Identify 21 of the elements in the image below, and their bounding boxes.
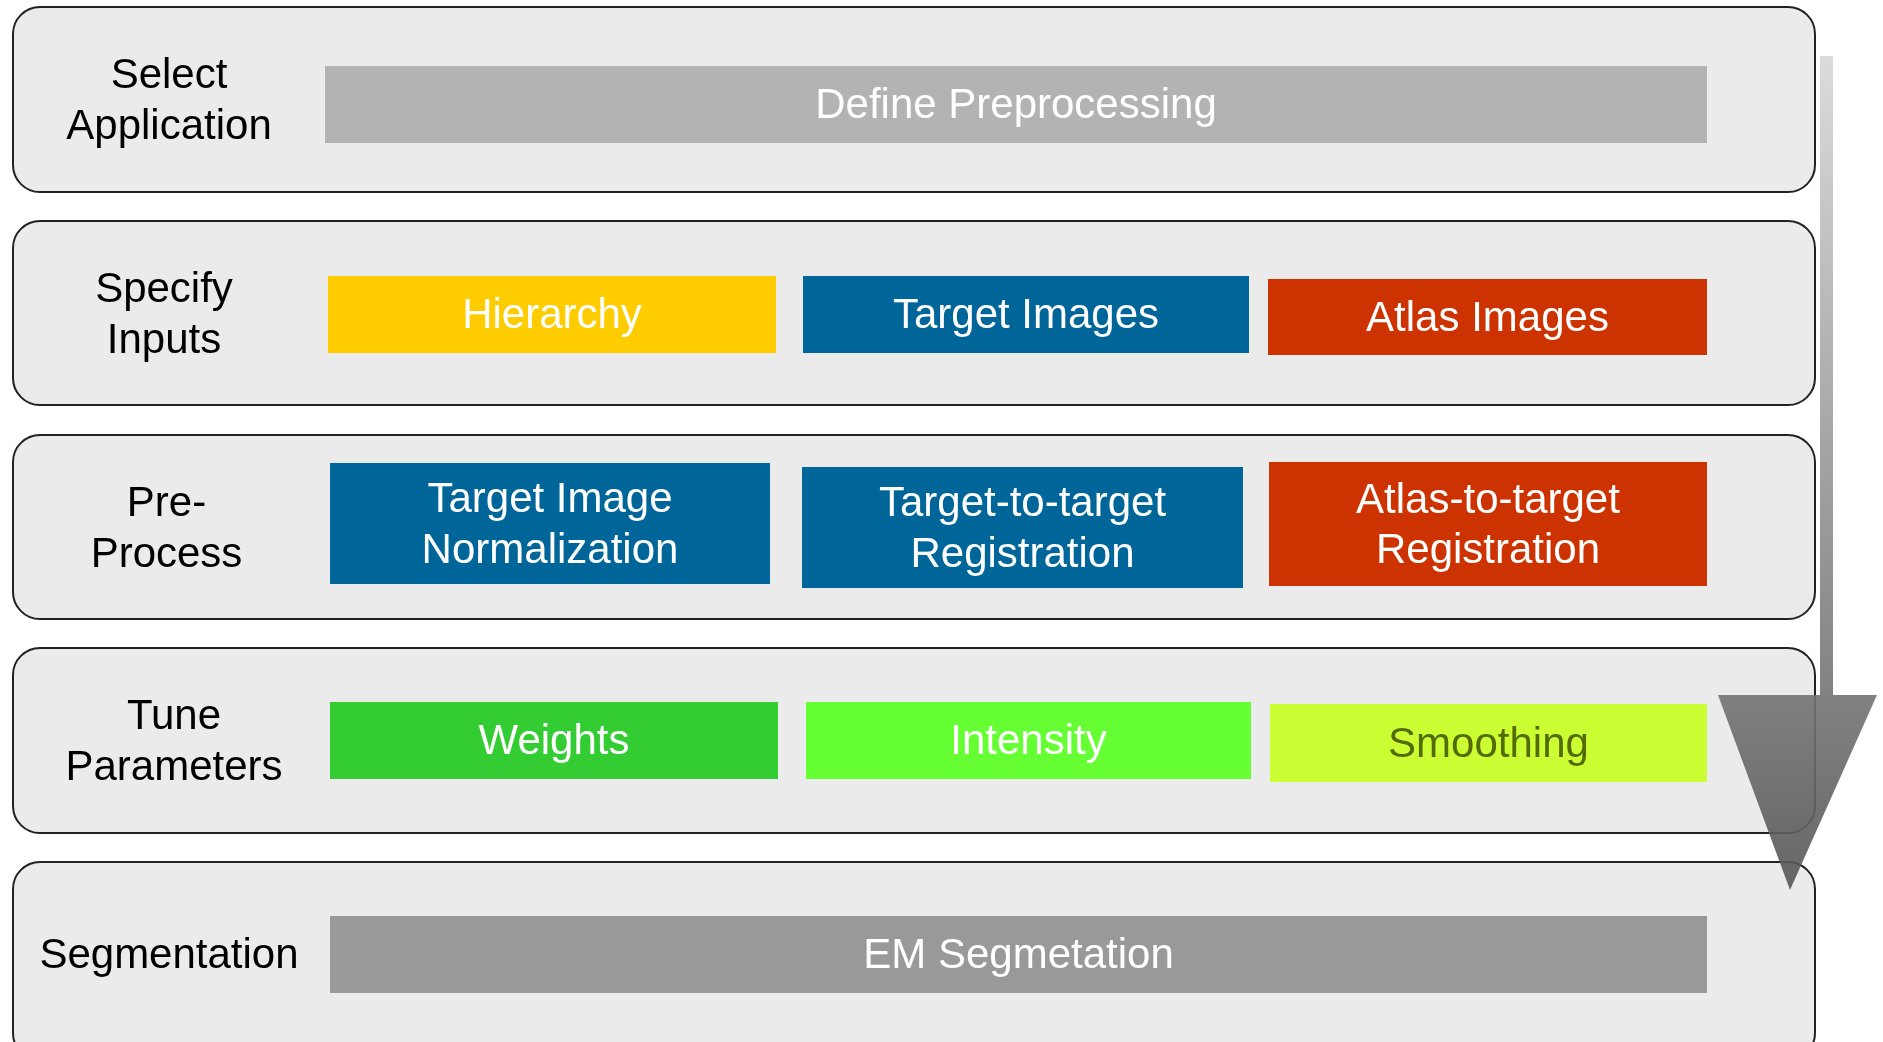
step-box: Weights — [330, 702, 778, 779]
stage-heading: Segmentation — [38, 929, 300, 980]
step-box: Hierarchy — [328, 276, 776, 353]
stage-band — [12, 434, 1816, 620]
step-box: Atlas-to-target Registration — [1269, 462, 1707, 586]
stage-band — [12, 647, 1816, 834]
stage-band — [12, 861, 1816, 1042]
step-box: Smoothing — [1270, 704, 1707, 782]
step-box: Atlas Images — [1268, 279, 1707, 355]
step-box: Target Images — [803, 276, 1249, 353]
step-box: EM Segmetation — [330, 916, 1707, 993]
stage-heading: Select Application — [65, 49, 273, 150]
stage-band — [12, 6, 1816, 193]
step-box: Define Preprocessing — [325, 66, 1707, 143]
step-box: Target Image Normalization — [330, 463, 770, 584]
stage-heading: Pre-Process — [89, 477, 244, 578]
stage-heading: Tune Parameters — [64, 690, 284, 791]
step-box: Intensity — [806, 702, 1251, 779]
stage-band — [12, 220, 1816, 406]
step-box: Target-to-target Registration — [802, 467, 1243, 588]
stage-heading: Specify Inputs — [94, 263, 234, 364]
